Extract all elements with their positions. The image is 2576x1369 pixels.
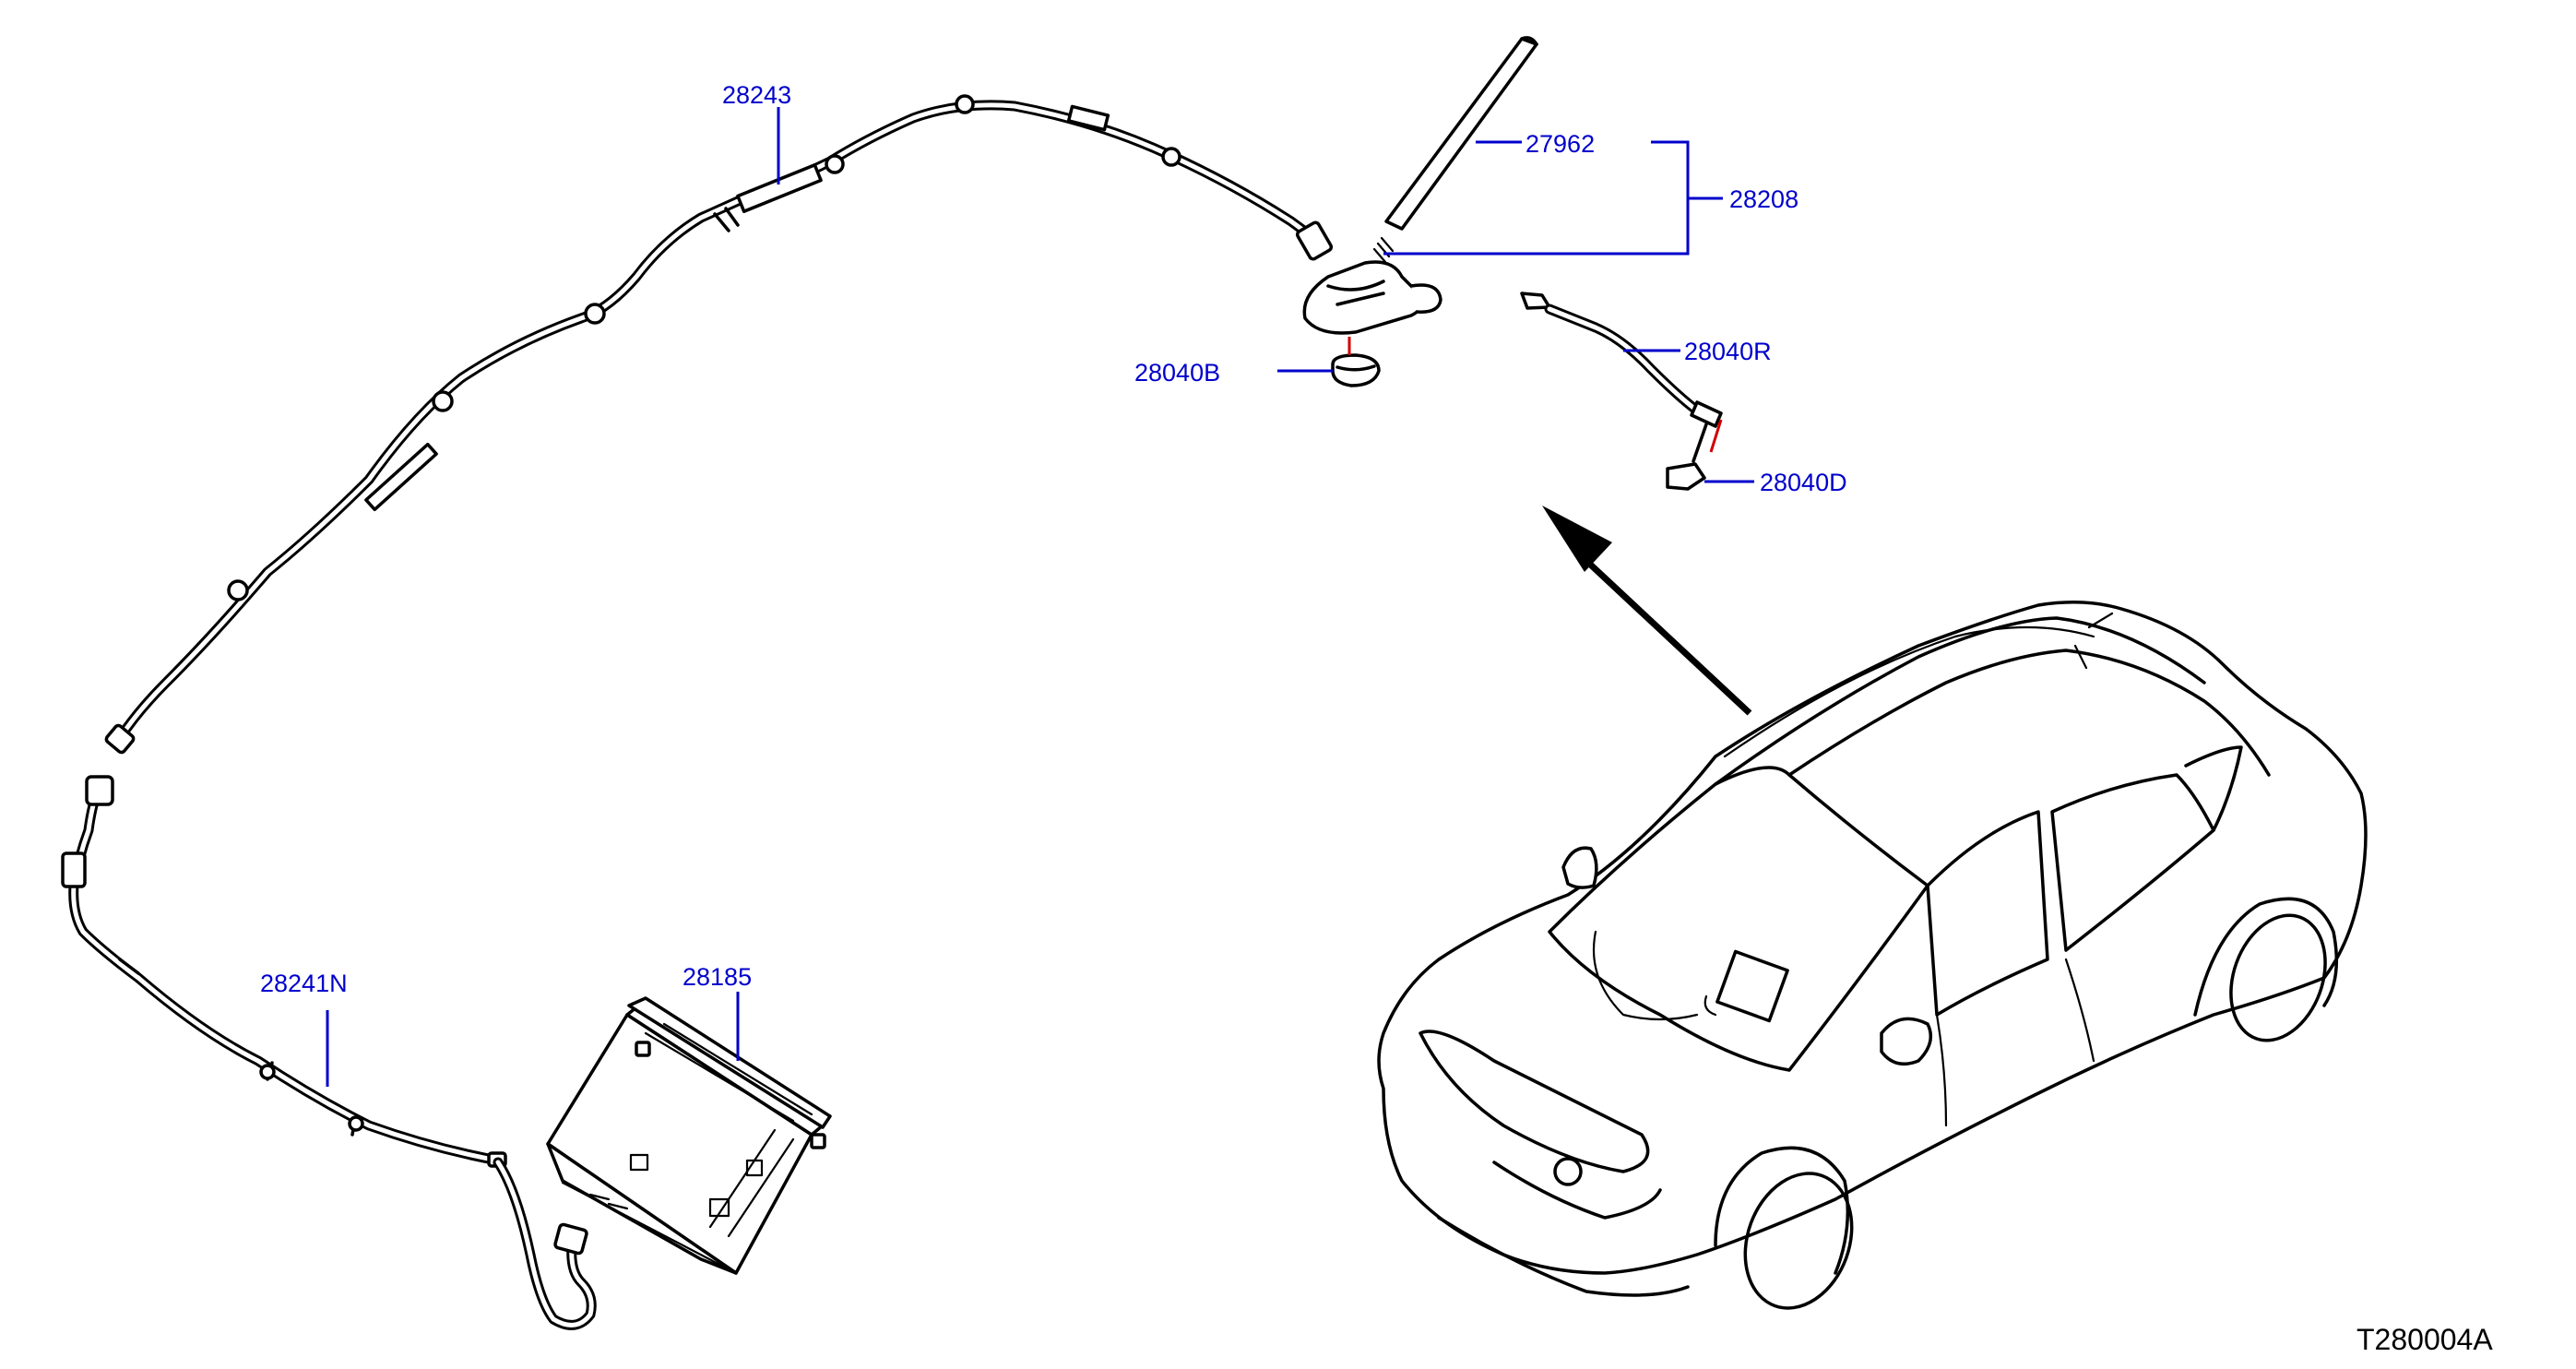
leader-lines bbox=[326, 107, 1754, 1087]
antenna-base bbox=[1302, 236, 1442, 387]
antenna-feeder-cable bbox=[104, 94, 1334, 755]
sub-harness bbox=[1520, 292, 1723, 491]
label-28243: 28243 bbox=[722, 81, 791, 109]
part-labels: 28243 27962 28208 28040B 28040R 28040D 2… bbox=[260, 81, 1847, 997]
label-28040R: 28040R bbox=[1684, 338, 1772, 365]
label-28241N: 28241N bbox=[260, 970, 348, 997]
vehicle bbox=[1377, 601, 2368, 1310]
label-28040B: 28040B bbox=[1134, 359, 1220, 387]
label-28040D: 28040D bbox=[1760, 469, 1847, 496]
direction-arrow bbox=[1542, 506, 1752, 716]
diagram-code: T280004A bbox=[2356, 1323, 2493, 1356]
label-28208: 28208 bbox=[1729, 185, 1798, 213]
antenna-rod bbox=[1384, 36, 1538, 231]
leader-28208 bbox=[1383, 140, 1723, 256]
label-28185: 28185 bbox=[683, 963, 752, 991]
radio-cable bbox=[61, 775, 597, 1330]
label-27962: 27962 bbox=[1525, 130, 1595, 158]
audio-unit bbox=[546, 996, 832, 1275]
